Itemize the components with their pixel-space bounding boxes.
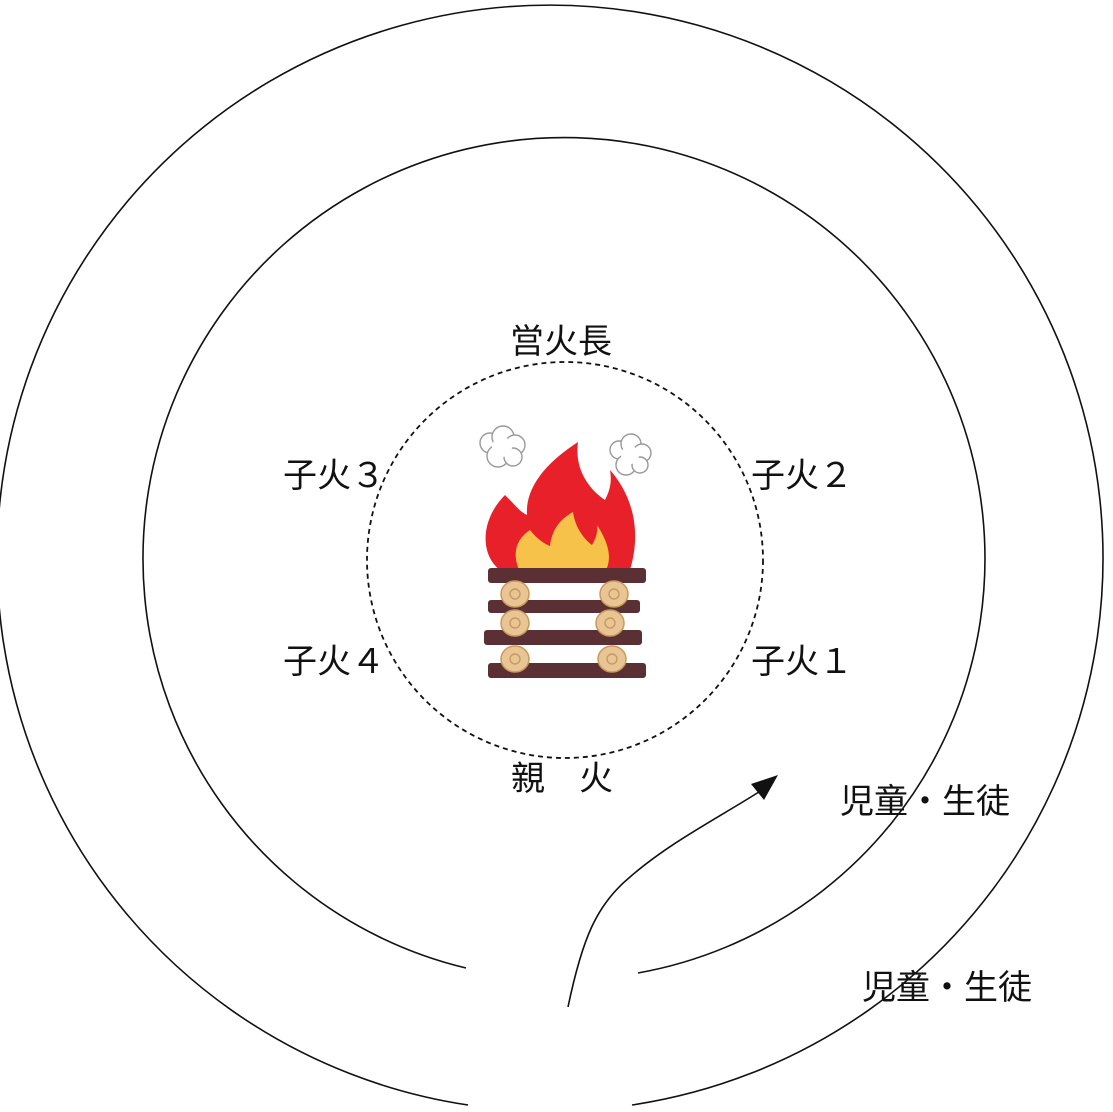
- main-fire-label: 親 火: [511, 759, 613, 799]
- leader-label: 営火長: [510, 322, 612, 362]
- outer-circle: [0, 4, 1104, 1106]
- inner-circle: [142, 136, 986, 974]
- flame-inner: [515, 512, 609, 572]
- log-stack: [484, 568, 646, 678]
- students-inner-label: 児童・生徒: [840, 782, 1010, 822]
- fire-circle-dashed: [366, 361, 764, 759]
- students-outer-label: 児童・生徒: [862, 968, 1032, 1008]
- sub-fire-3-label: 子火３: [283, 456, 385, 496]
- arrow-icon: [567, 775, 778, 1008]
- sub-fire-2-label: 子火２: [751, 456, 853, 496]
- smoke-right-icon: [609, 433, 652, 476]
- sub-fire-4-label: 子火４: [283, 642, 385, 682]
- bonfire-icon: [479, 425, 652, 678]
- smoke-left-icon: [479, 425, 526, 468]
- sub-fire-1-label: 子火１: [751, 642, 853, 682]
